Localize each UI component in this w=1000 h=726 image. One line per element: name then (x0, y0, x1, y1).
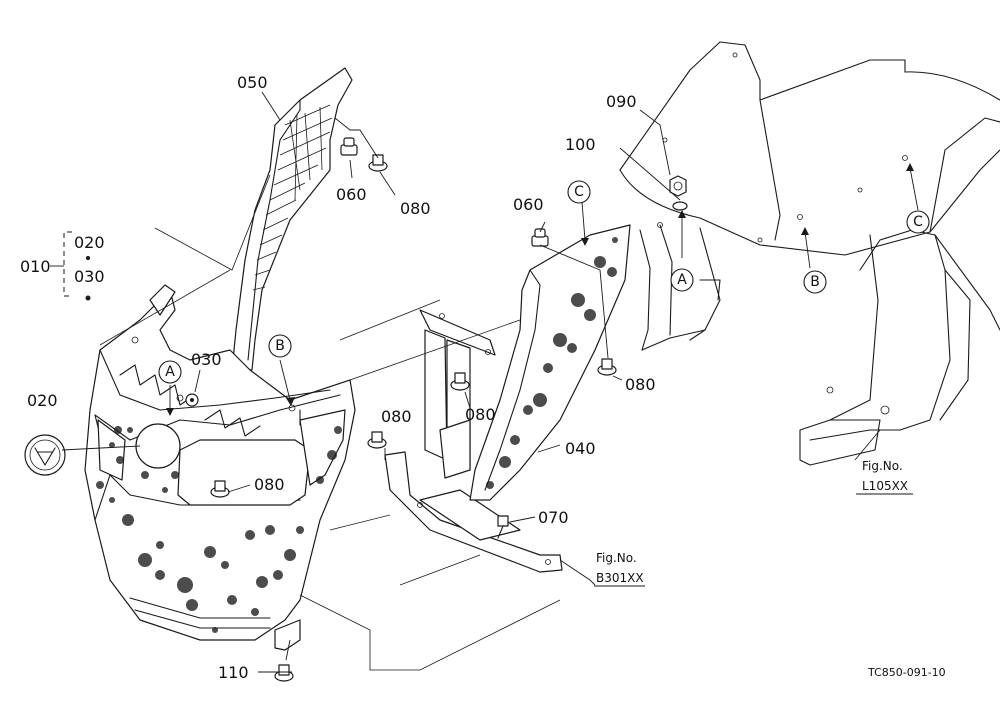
label-100: 100 (565, 135, 596, 154)
fig-ref-2-number: L105XX (862, 479, 908, 493)
fig-ref-l105xx: Fig.No. L105XX (856, 459, 913, 495)
fig-ref-2-title: Fig.No. (862, 459, 903, 473)
clip-030 (185, 393, 199, 407)
svg-text:B: B (275, 338, 285, 354)
callout-c-left: C (567, 180, 591, 204)
label-080-top: 080 (400, 199, 431, 218)
label-050: 050 (237, 73, 268, 92)
emblem-020 (24, 434, 66, 476)
group-bracket-010 (50, 231, 91, 301)
screw-080-top (368, 154, 388, 172)
svg-text:B: B (810, 274, 820, 290)
inner-grille-mesh (252, 104, 333, 291)
front-bracket-frame (384, 309, 563, 573)
side-grille-mesh (486, 237, 618, 489)
callout-a-right: A (670, 268, 694, 292)
screw-110 (274, 664, 294, 682)
clip-060-side (531, 228, 549, 247)
label-020-group: 020 (74, 233, 105, 252)
callout-b-left: B (268, 334, 292, 358)
svg-text:C: C (574, 184, 584, 200)
front-bonnet (84, 284, 356, 651)
washer-100 (672, 201, 688, 211)
svg-text:C: C (913, 214, 923, 230)
fig-ref-b301xx: Fig.No. B301XX (594, 551, 645, 587)
fasteners (185, 137, 688, 682)
bonnet-mesh (96, 426, 342, 633)
screw-080-frame (450, 372, 470, 391)
screw-080-side (597, 358, 617, 376)
label-030-group: 030 (74, 267, 105, 286)
svg-text:A: A (165, 364, 175, 380)
label-080-frame: 080 (465, 405, 496, 424)
nut-090 (669, 175, 687, 197)
clip-060-top (340, 137, 358, 156)
label-080-middle: 080 (381, 407, 412, 426)
side-grille-040 (469, 224, 631, 501)
bolt-070 (497, 515, 509, 539)
label-060-side: 060 (513, 195, 544, 214)
label-090: 090 (606, 92, 637, 111)
label-030: 030 (191, 350, 222, 369)
label-010: 010 (20, 257, 51, 276)
part-labels: 010 020 030 020 030 050 060 080 060 080 … (20, 73, 656, 682)
label-080-headlight: 080 (254, 475, 285, 494)
leader-lines (61, 91, 881, 673)
label-110: 110 (218, 663, 249, 682)
label-060-top: 060 (336, 185, 367, 204)
label-020: 020 (27, 391, 58, 410)
label-040: 040 (565, 439, 596, 458)
callout-b-right: B (803, 270, 827, 294)
assembly-arrows (166, 163, 919, 416)
label-070: 070 (538, 508, 569, 527)
fig-ref-1-title: Fig.No. (596, 551, 637, 565)
callout-a-left: A (158, 360, 182, 384)
diagram-code: TC850-091-10 (867, 666, 946, 679)
screw-080-middle (367, 431, 387, 449)
fig-ref-1-number: B301XX (596, 571, 644, 585)
tractor-body-outline (619, 41, 1000, 466)
svg-text:A: A (677, 272, 687, 288)
inner-grille-050 (231, 67, 353, 371)
callout-markers: A B C A B C (158, 180, 930, 384)
callout-c-right: C (906, 210, 930, 234)
label-080-side: 080 (625, 375, 656, 394)
